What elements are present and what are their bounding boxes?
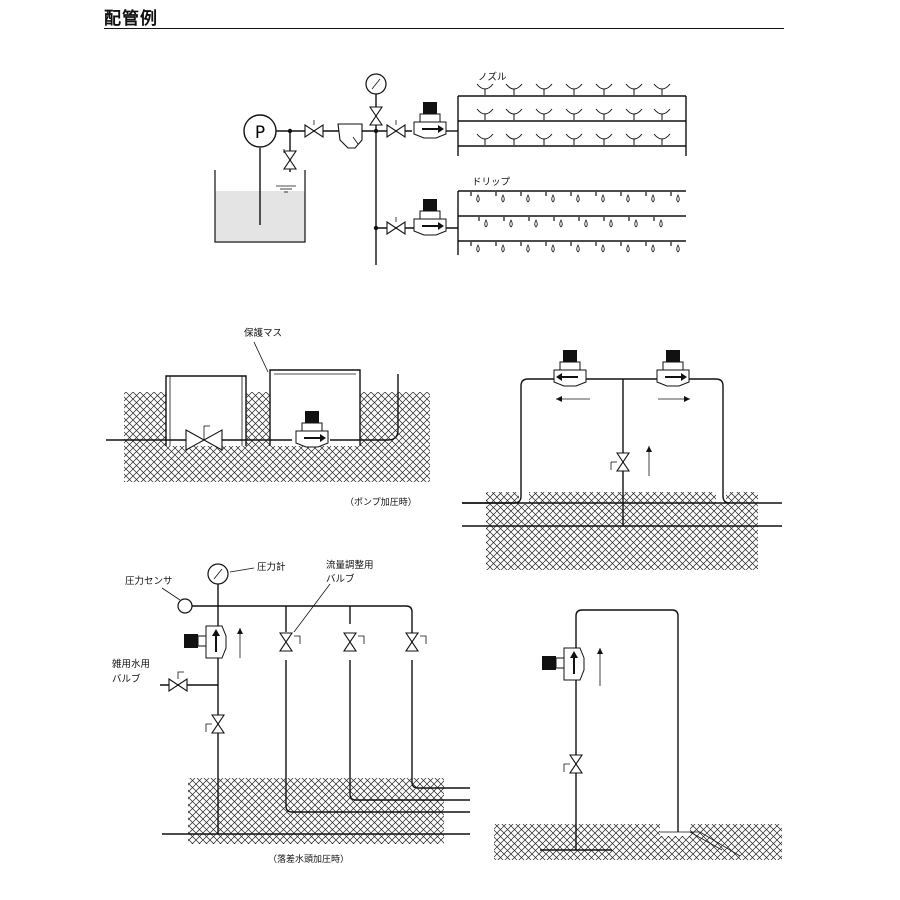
pressure-sensor-icon	[177, 598, 193, 614]
solenoid-valve-icon	[553, 349, 587, 387]
caption-head: （落差水頭加圧時）	[268, 853, 349, 865]
nozzle-icon	[595, 108, 613, 121]
flow-control-valve-icon	[279, 632, 293, 652]
solenoid-valve-icon	[656, 349, 690, 387]
nozzle-icon	[505, 108, 523, 121]
strainer-icon	[337, 123, 363, 149]
nozzle-icon	[625, 83, 643, 96]
nozzle-label: ノズル	[478, 71, 507, 83]
protective-box	[269, 369, 361, 446]
solenoid-valve-icon	[413, 101, 447, 139]
pressure-sensor-label: 圧力センサ	[125, 575, 173, 587]
nozzle-row	[476, 83, 671, 146]
gate-valve-icon	[304, 124, 324, 138]
diagram-elevated-riser	[494, 609, 782, 860]
drip-emitter-icon	[576, 244, 580, 253]
ground-hatch	[486, 492, 758, 570]
page-title: 配管例	[104, 9, 158, 29]
drip-emitter-icon	[551, 244, 555, 253]
misc-valve-label-1: 雑用水用	[112, 658, 150, 670]
drip-emitter-icon	[626, 194, 630, 203]
drip-emitter-icon	[651, 194, 655, 203]
drip-emitter-icon	[651, 244, 655, 253]
drip-emitter-icon	[584, 219, 588, 228]
title-rule	[104, 28, 784, 29]
misc-valve-label-2: バルブ	[112, 673, 141, 685]
flow-valve-label-1: 流量調整用	[326, 559, 374, 571]
drip-emitter-icon	[526, 244, 530, 253]
misc-water-valve-icon	[168, 678, 188, 692]
drip-emitter-icon	[626, 244, 630, 253]
drip-emitter-icon	[601, 244, 605, 253]
drip-emitter-icon	[509, 219, 513, 228]
solenoid-valve-icon	[413, 198, 447, 236]
drip-emitter-icon	[659, 219, 663, 228]
drip-label: ドリップ	[472, 177, 511, 188]
drip-emitter-icon	[676, 194, 680, 203]
protective-box	[165, 375, 247, 446]
gauge-cock-icon	[369, 106, 383, 126]
nozzle-icon	[535, 108, 553, 121]
nozzle-icon	[653, 133, 671, 146]
diagram-pump-pressurized: 保護マス （ポンプ加圧時）	[106, 327, 430, 508]
gate-valve-icon	[569, 754, 583, 774]
nozzle-icon	[476, 83, 494, 96]
nozzle-icon	[595, 133, 613, 146]
pressure-gauge-label: 圧力計	[257, 561, 286, 573]
drip-emitter-icon	[634, 219, 638, 228]
nozzle-icon	[476, 108, 494, 121]
flow-control-valve-icon	[343, 632, 357, 652]
nozzle-icon	[653, 83, 671, 96]
flow-valve-label-2: バルブ	[326, 573, 355, 585]
flow-control-valve-icon	[405, 632, 419, 652]
nozzle-icon	[535, 133, 553, 146]
nozzle-icon	[505, 133, 523, 146]
drip-emitter-icon	[526, 194, 530, 203]
nozzle-icon	[565, 83, 583, 96]
diagram-bidirectional	[462, 349, 782, 570]
solenoid-valve-icon	[183, 625, 227, 659]
gate-valve-icon	[211, 714, 225, 734]
nozzle-icon	[625, 133, 643, 146]
diagram-head-pressure: 圧力センサ 圧力計 流量調整用 バルブ 雑用水用 バルブ （落差水頭加圧時）	[112, 559, 470, 865]
ground-hatch	[494, 824, 782, 860]
drip-row	[470, 192, 680, 253]
nozzle-icon	[505, 83, 523, 96]
drip-emitter-icon	[476, 194, 480, 203]
drain-valve-icon	[283, 150, 297, 170]
drip-emitter-icon	[476, 244, 480, 253]
nozzle-icon	[565, 133, 583, 146]
pump-symbol: P	[255, 123, 265, 143]
drip-emitter-icon	[534, 219, 538, 228]
diagram-system-overview: P ノズル	[214, 71, 687, 265]
nozzle-icon	[625, 108, 643, 121]
nozzle-icon	[535, 83, 553, 96]
nozzle-icon	[595, 83, 613, 96]
drip-emitter-icon	[576, 194, 580, 203]
drip-emitter-icon	[501, 194, 505, 203]
caption-pump: （ポンプ加圧時）	[345, 497, 417, 508]
nozzle-icon	[653, 108, 671, 121]
ground-hatch	[188, 778, 444, 844]
drip-emitter-icon	[484, 219, 488, 228]
drip-emitter-icon	[559, 219, 563, 228]
drip-emitter-icon	[676, 244, 680, 253]
drip-emitter-icon	[609, 219, 613, 228]
gate-valve-icon	[616, 452, 630, 472]
drip-emitter-icon	[551, 194, 555, 203]
nozzle-icon	[476, 133, 494, 146]
nozzle-icon	[565, 108, 583, 121]
solenoid-valve-icon	[541, 647, 585, 681]
drip-emitter-icon	[601, 194, 605, 203]
protective-box-label: 保護マス	[244, 327, 282, 339]
gate-valve-icon	[386, 124, 406, 138]
gate-valve-icon	[386, 221, 406, 235]
drip-emitter-icon	[501, 244, 505, 253]
